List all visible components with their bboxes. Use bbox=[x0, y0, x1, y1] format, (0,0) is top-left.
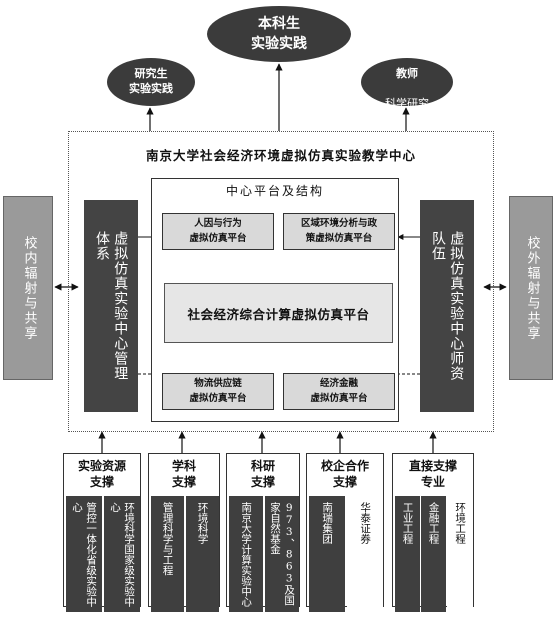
teacher-label: 教师 bbox=[396, 67, 418, 81]
behavior-simulation-platform: 人因与行为 虚拟仿真平台 bbox=[162, 213, 274, 250]
grad-practice-label: 研究生 实验实践 bbox=[129, 67, 173, 95]
teacher-research-node: 教师 科学研究 bbox=[361, 58, 453, 110]
support-item: 环境工程 bbox=[447, 496, 473, 612]
teacher-research-text: 教师 科学研究 bbox=[385, 52, 429, 111]
external-sharing-label: 校外辐射与共享 bbox=[524, 235, 540, 341]
center-outer-box bbox=[68, 131, 494, 432]
support-group-title: 校企合作 支撑 bbox=[320, 458, 369, 489]
support-item: 环境科学 bbox=[186, 496, 219, 612]
center-title: 南京大学社会经济环境虚拟仿真实验教学中心 bbox=[145, 148, 416, 163]
support-group-title: 科研 支撑 bbox=[250, 458, 275, 489]
support-item: 华泰证券 bbox=[347, 496, 383, 612]
support-item: 环境科学国家级实验中心 bbox=[104, 496, 140, 612]
socioeconomic-computation-platform: 社会经济综合计算虚拟仿真平台 bbox=[164, 283, 393, 343]
campus-sharing-box: 校内辐射与共享 bbox=[3, 196, 53, 380]
management-system-label: 虚拟仿真实验中心管理体系 bbox=[94, 231, 129, 381]
management-system-box: 虚拟仿真实验中心管理体系 bbox=[84, 200, 138, 412]
regional-policy-simulation-platform: 区域环境分析与政 策虚拟仿真平台 bbox=[283, 213, 395, 250]
external-sharing-box: 校外辐射与共享 bbox=[509, 196, 553, 380]
support-item: 管理科学与工程 bbox=[151, 496, 184, 612]
teaching-staff-box: 虚拟仿真实验中心师资队伍 bbox=[420, 200, 474, 412]
support-group-title: 实验资源 支撑 bbox=[77, 458, 126, 489]
support-item: 南瑞集团 bbox=[309, 496, 345, 612]
campus-sharing-label: 校内辐射与共享 bbox=[21, 235, 37, 341]
support-group-majors: 直接支撑 专业 工业工程 金融工程 环境工程 bbox=[392, 453, 474, 612]
logistics-supply-chain-platform: 物流供应链 虚拟仿真平台 bbox=[162, 373, 274, 410]
support-item: 管控一体化省级实验中心 bbox=[66, 496, 102, 612]
support-group-discipline: 学科 支撑 管理科学与工程 环境科学 bbox=[148, 453, 220, 612]
grad-practice-node: 研究生 实验实践 bbox=[107, 58, 195, 106]
undergrad-practice-label: 本科生 实验实践 bbox=[251, 15, 307, 52]
support-group-title: 学科 支撑 bbox=[171, 458, 196, 489]
support-group-research: 科研 支撑 南京大学计算实验中心 973、863及国家自然基金 bbox=[226, 453, 300, 612]
teaching-staff-label: 虚拟仿真实验中心师资队伍 bbox=[430, 231, 465, 381]
support-item: 工业工程 bbox=[395, 496, 420, 612]
undergrad-practice-node: 本科生 实验实践 bbox=[207, 6, 351, 62]
support-group-lab-resources: 实验资源 支撑 管控一体化省级实验中心 环境科学国家级实验中心 bbox=[63, 453, 141, 612]
support-item: 973、863及国家自然基金 bbox=[265, 496, 299, 612]
support-group-enterprise: 校企合作 支撑 南瑞集团 华泰证券 bbox=[306, 453, 384, 612]
research-label: 科学研究 bbox=[385, 96, 429, 110]
platform-structure-title: 中心平台及结构 bbox=[225, 184, 324, 198]
support-item: 南京大学计算实验中心 bbox=[229, 496, 263, 612]
support-item: 金融工程 bbox=[421, 496, 446, 612]
support-group-title: 直接支撑 专业 bbox=[408, 458, 457, 489]
economic-finance-platform: 经济金融 虚拟仿真平台 bbox=[283, 373, 395, 410]
